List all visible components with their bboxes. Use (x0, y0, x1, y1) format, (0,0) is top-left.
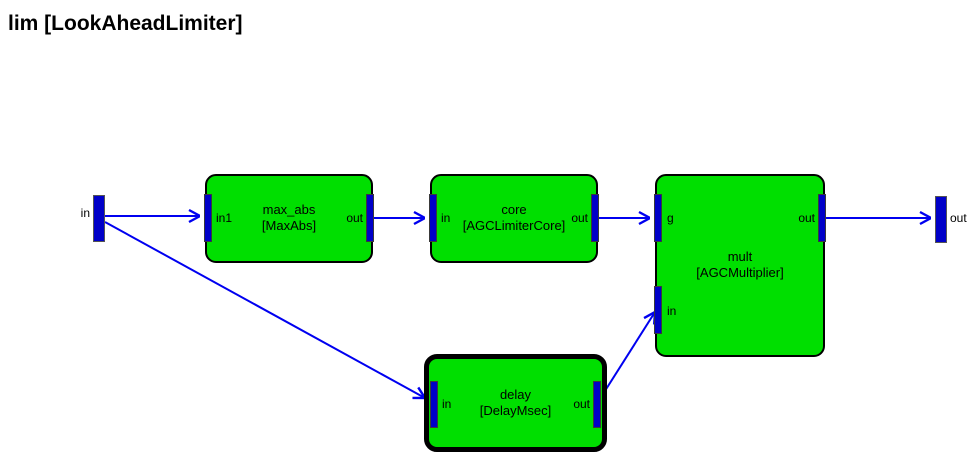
port-bar-mult-out[interactable] (818, 194, 826, 242)
port-bar-delay-in[interactable] (430, 381, 438, 428)
input-terminal-bar[interactable] (93, 195, 105, 242)
diagram-title: lim [LookAheadLimiter] (8, 12, 243, 35)
port-bar-core-in[interactable] (429, 194, 437, 242)
wire-delay-to-mult-in[interactable] (602, 312, 655, 395)
block-core[interactable] (430, 174, 598, 263)
port-bar-mult-in[interactable] (654, 286, 662, 334)
block-max-abs[interactable] (205, 174, 373, 263)
port-bar-max-abs-in1[interactable] (204, 194, 212, 242)
output-terminal-bar[interactable] (935, 196, 947, 243)
block-delay[interactable] (424, 354, 607, 452)
port-bar-max-abs-out[interactable] (366, 194, 374, 242)
wire-in-to-delay[interactable] (104, 221, 425, 398)
port-bar-core-out[interactable] (591, 194, 599, 242)
port-bar-mult-g[interactable] (654, 194, 662, 242)
block-mult[interactable] (655, 174, 825, 357)
port-bar-delay-out[interactable] (593, 381, 601, 428)
